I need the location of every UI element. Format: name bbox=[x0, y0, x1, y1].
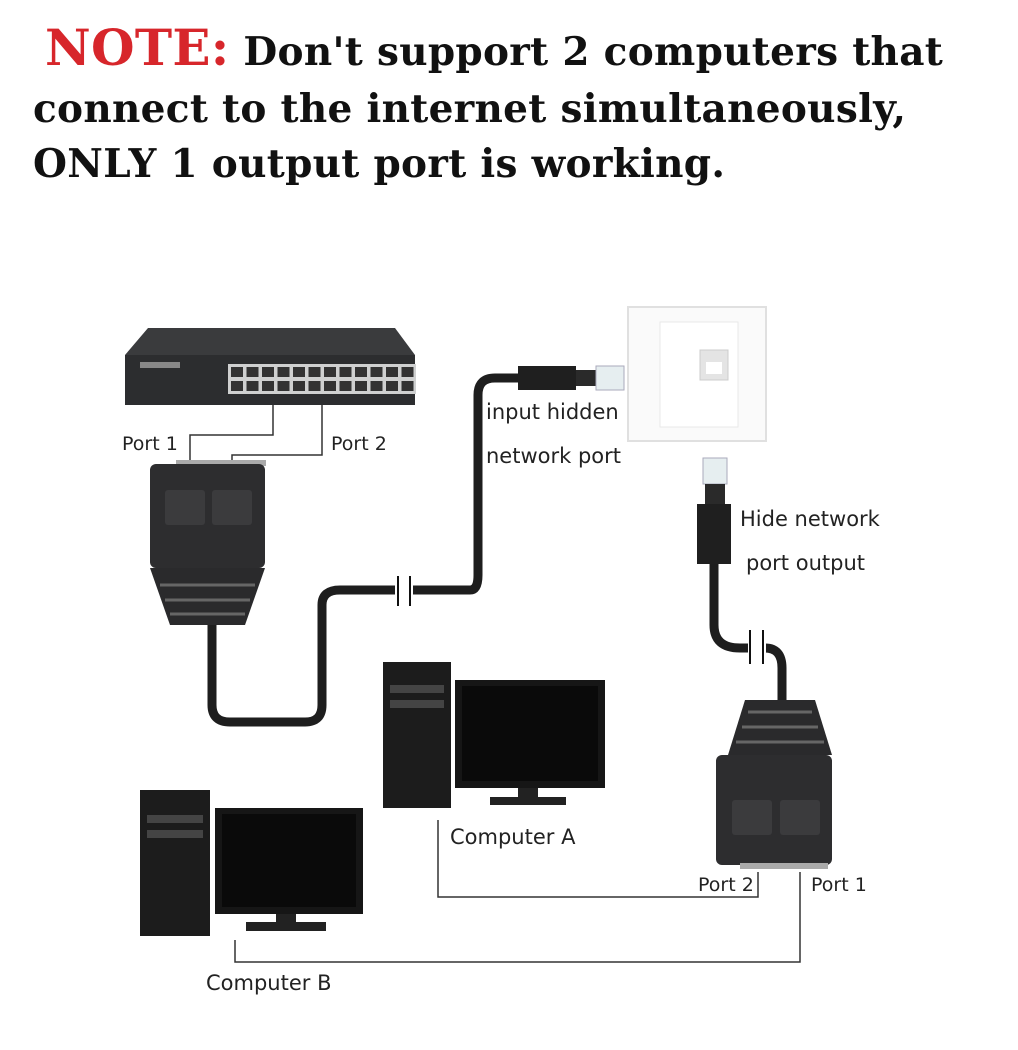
input-label-1: input hidden bbox=[486, 400, 619, 424]
note-prefix: NOTE: bbox=[45, 18, 230, 77]
note-line-1: NOTE: Don't support 2 computers that bbox=[33, 18, 943, 77]
switch-port bbox=[339, 381, 352, 391]
switch-port bbox=[231, 381, 243, 391]
switch-port bbox=[293, 367, 305, 377]
splitter-right bbox=[716, 700, 832, 869]
switch-port bbox=[355, 381, 367, 391]
switch-port bbox=[293, 381, 305, 391]
wall-plate bbox=[627, 306, 767, 442]
splitter-left bbox=[150, 460, 266, 625]
switch-port bbox=[308, 367, 321, 377]
switch-port bbox=[339, 367, 352, 377]
switch-port1-label: Port 1 bbox=[122, 433, 178, 455]
network-switch bbox=[125, 328, 416, 405]
connection-lines bbox=[189, 405, 801, 963]
cable-output bbox=[709, 564, 787, 700]
switch-port bbox=[308, 381, 321, 391]
note-text-1: Don't support 2 computers that bbox=[229, 29, 944, 75]
switch-port bbox=[386, 367, 398, 377]
switch-port bbox=[246, 367, 259, 377]
switch-port bbox=[401, 367, 414, 377]
note-line-3: ONLY 1 output port is working. bbox=[33, 141, 726, 187]
switch-port bbox=[324, 367, 336, 377]
splitter-port2-label: Port 2 bbox=[698, 874, 754, 896]
switch-port bbox=[386, 381, 398, 391]
computer-b-label: Computer B bbox=[206, 971, 332, 995]
input-label-2: network port bbox=[486, 444, 622, 468]
output-label-1: Hide network bbox=[740, 507, 880, 531]
switch-port bbox=[324, 381, 336, 391]
rj45-plug-output bbox=[697, 457, 731, 564]
switch-port bbox=[277, 367, 290, 377]
switch-port bbox=[370, 381, 383, 391]
switch-port bbox=[246, 381, 259, 391]
switch-port bbox=[370, 367, 383, 377]
switch-port bbox=[262, 381, 274, 391]
switch-port bbox=[401, 381, 414, 391]
cable-break-2 bbox=[748, 630, 766, 664]
switch-port bbox=[231, 367, 243, 377]
computer-a bbox=[383, 662, 605, 808]
switch-port bbox=[262, 367, 274, 377]
splitter-port1-label: Port 1 bbox=[811, 874, 867, 896]
cable-break bbox=[395, 576, 413, 606]
computer-b bbox=[140, 790, 363, 936]
switch-port bbox=[277, 381, 290, 391]
switch-port2-label: Port 2 bbox=[331, 433, 387, 455]
note-line-2: connect to the internet simultaneously, bbox=[33, 86, 907, 132]
cable-input bbox=[207, 373, 525, 727]
computer-a-label: Computer A bbox=[450, 825, 576, 849]
rj45-plug-input bbox=[518, 365, 625, 391]
switch-port bbox=[355, 367, 367, 377]
output-label-2: port output bbox=[746, 551, 865, 575]
